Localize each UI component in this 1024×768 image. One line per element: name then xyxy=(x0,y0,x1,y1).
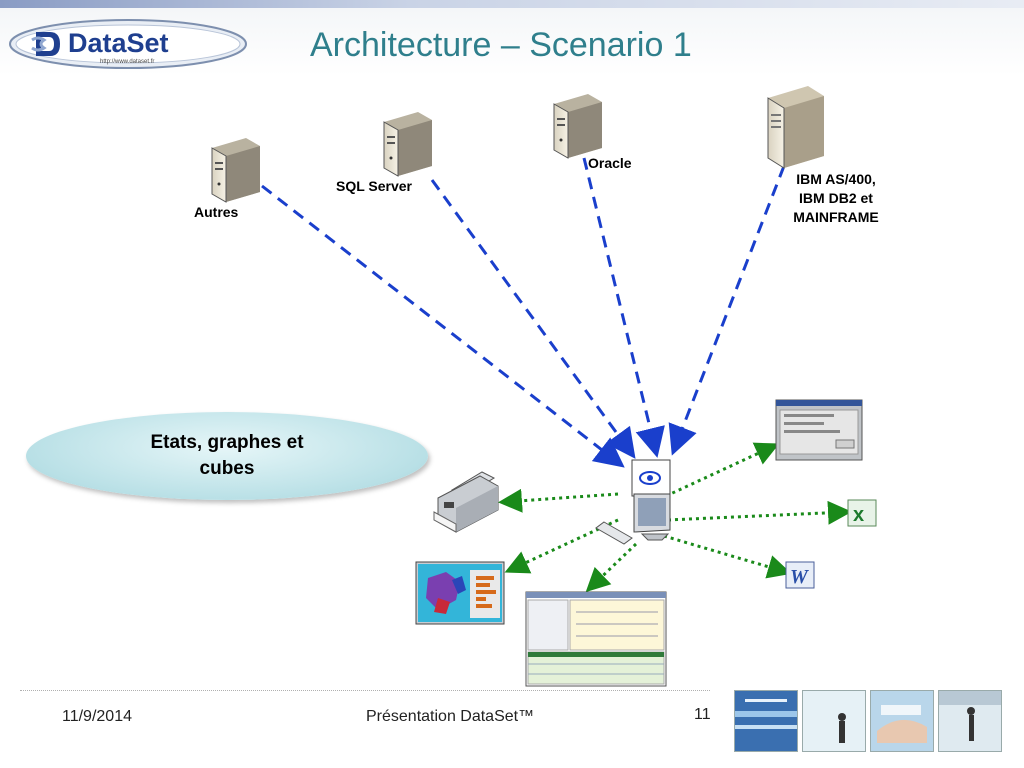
footer-thumbnail-1 xyxy=(734,690,798,752)
footer-presentation-title: Présentation DataSet™ xyxy=(366,708,535,725)
server-label-sqlserver: SQL Server xyxy=(336,178,413,194)
svg-text:W: W xyxy=(790,566,809,588)
map-chart-screenshot xyxy=(415,561,505,625)
grid-report-screenshot xyxy=(525,591,667,687)
link-ibm xyxy=(668,165,786,456)
footer-divider xyxy=(20,690,710,691)
server-label-ibm-line1: IBM AS/400, xyxy=(796,171,876,187)
word-icon: W xyxy=(785,561,815,589)
server-ibm-mainframe-icon xyxy=(767,86,824,169)
link-to-grid xyxy=(585,542,638,593)
footer-date: 11/9/2014 xyxy=(62,708,132,725)
server-label-ibm: IBM AS/400, IBM DB2 et MAINFRAME xyxy=(778,170,894,227)
dataset-logo: DataSet http://www.dataset.fr xyxy=(9,19,247,69)
server-label-ibm-line2: IBM DB2 et xyxy=(799,190,873,206)
page-title: Architecture – Scenario 1 xyxy=(310,26,692,64)
server-label-oracle: Oracle xyxy=(588,155,632,171)
excel-icon: x xyxy=(847,499,877,527)
server-autres-icon xyxy=(211,138,260,203)
footer-thumbnail-2 xyxy=(802,690,866,752)
reports-graphs-cubes-ellipse: Etats, graphes et cubes xyxy=(26,412,428,500)
report-window-screenshot xyxy=(775,399,863,461)
ellipse-line1: Etats, graphes et xyxy=(150,432,304,453)
link-oracle xyxy=(582,157,665,458)
ellipse-line2: cubes xyxy=(199,458,255,479)
server-oracle-icon xyxy=(553,94,602,159)
server-sqlserver-icon xyxy=(383,112,432,177)
client-computer-icon xyxy=(595,459,671,545)
footer-thumbnail-3 xyxy=(870,690,934,752)
server-label-ibm-line3: MAINFRAME xyxy=(793,209,879,225)
link-to-word xyxy=(663,534,792,579)
link-to-report-window xyxy=(665,442,780,498)
link-to-excel xyxy=(667,500,852,525)
slide-number: 11 xyxy=(694,706,711,723)
server-label-autres: Autres xyxy=(194,204,239,220)
link-to-map xyxy=(504,518,619,574)
svg-text:x: x xyxy=(853,504,864,526)
link-autres xyxy=(261,184,625,468)
top-gradient-bar xyxy=(0,0,1024,8)
footer-thumbnail-4 xyxy=(938,690,1002,752)
link-sqlserver xyxy=(430,179,636,459)
logo-wordmark: DataSet xyxy=(68,28,169,58)
server-links xyxy=(261,157,786,468)
output-links xyxy=(498,442,852,593)
logo-mark-icon xyxy=(31,32,60,56)
logo-url: http://www.dataset.fr xyxy=(100,59,154,65)
printer-icon xyxy=(433,471,499,533)
link-to-printer xyxy=(498,488,619,513)
